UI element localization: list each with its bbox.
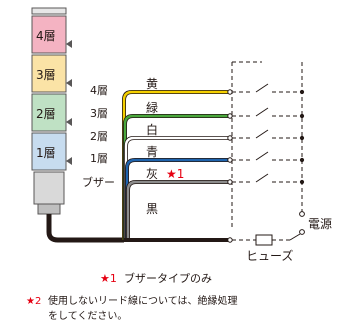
power-terminal-minus <box>299 229 305 235</box>
tower-layer-1-label: 1層 <box>36 146 56 160</box>
wire-green <box>123 114 228 240</box>
power-source-label: 電源 <box>308 217 332 231</box>
note-2-mark: ★2 <box>26 296 41 307</box>
tower-layer-3 <box>31 54 67 93</box>
wire-label-layer-4: 4層 <box>90 84 108 97</box>
wire-layer-labels: 4層 3層 2層 1層 ブザー <box>82 84 115 189</box>
wire-color-yellow: 黄 <box>146 77 158 91</box>
wire-label-layer-2: 2層 <box>90 130 108 143</box>
switch-row-1 <box>232 83 302 93</box>
switch-row-5 <box>232 173 302 183</box>
wire-label-layer-3: 3層 <box>90 107 108 120</box>
switch-row-4 <box>232 151 302 161</box>
wire-gray <box>126 180 228 240</box>
tower-layer-4 <box>31 15 67 54</box>
tower-layer-1 <box>31 132 67 171</box>
wire-color-gray: 灰 <box>146 167 158 181</box>
note-1-mark: ★1 <box>100 272 117 285</box>
switch-row-2 <box>232 107 302 117</box>
buzzer-only-star-1: ★1 <box>166 167 184 181</box>
tower-base <box>37 203 61 215</box>
wire-yellow <box>122 90 228 240</box>
fuse-label: ヒューズ <box>246 248 293 263</box>
wire-bundle <box>46 90 228 243</box>
tower-cap <box>31 7 67 15</box>
wire-label-buzzer: ブザー <box>82 175 115 189</box>
notes: ★1 ブザータイプのみ ★2 使用しないリード線については、絶縁処理 をしてくだ… <box>26 271 238 322</box>
power-terminal-plus <box>299 211 305 217</box>
wire-color-blue: 青 <box>146 145 158 159</box>
wire-color-black: 黒 <box>146 202 158 216</box>
switch-circuit <box>227 61 305 246</box>
tower-layer-3-label: 3層 <box>36 68 56 82</box>
tower-layer-4-label: 4層 <box>36 29 56 43</box>
note-2-line-1: 使用しないリード線については、絶縁処理 <box>48 294 238 307</box>
note-1-text: ブザータイプのみ <box>124 271 212 285</box>
wire-color-white: 白 <box>146 122 158 137</box>
layer-connectors <box>66 40 72 165</box>
switch-row-3 <box>232 129 302 139</box>
fuse-symbol <box>255 234 273 246</box>
wire-blue <box>125 158 228 240</box>
tower-layer-2 <box>31 93 67 132</box>
main-cable <box>46 214 124 243</box>
wire-color-green: 緑 <box>146 100 158 115</box>
wire-white <box>124 136 228 240</box>
wire-color-labels: 黄 緑 白 青 灰 ★1 黒 <box>146 77 184 216</box>
note-2-line-2: をしてください。 <box>48 310 127 322</box>
tower-buzzer-unit <box>33 171 65 205</box>
wire-label-layer-1: 1層 <box>90 152 108 165</box>
tower-layer-2-label: 2層 <box>36 107 56 121</box>
signal-tower: 4層 3層 2層 1層 <box>31 7 72 215</box>
